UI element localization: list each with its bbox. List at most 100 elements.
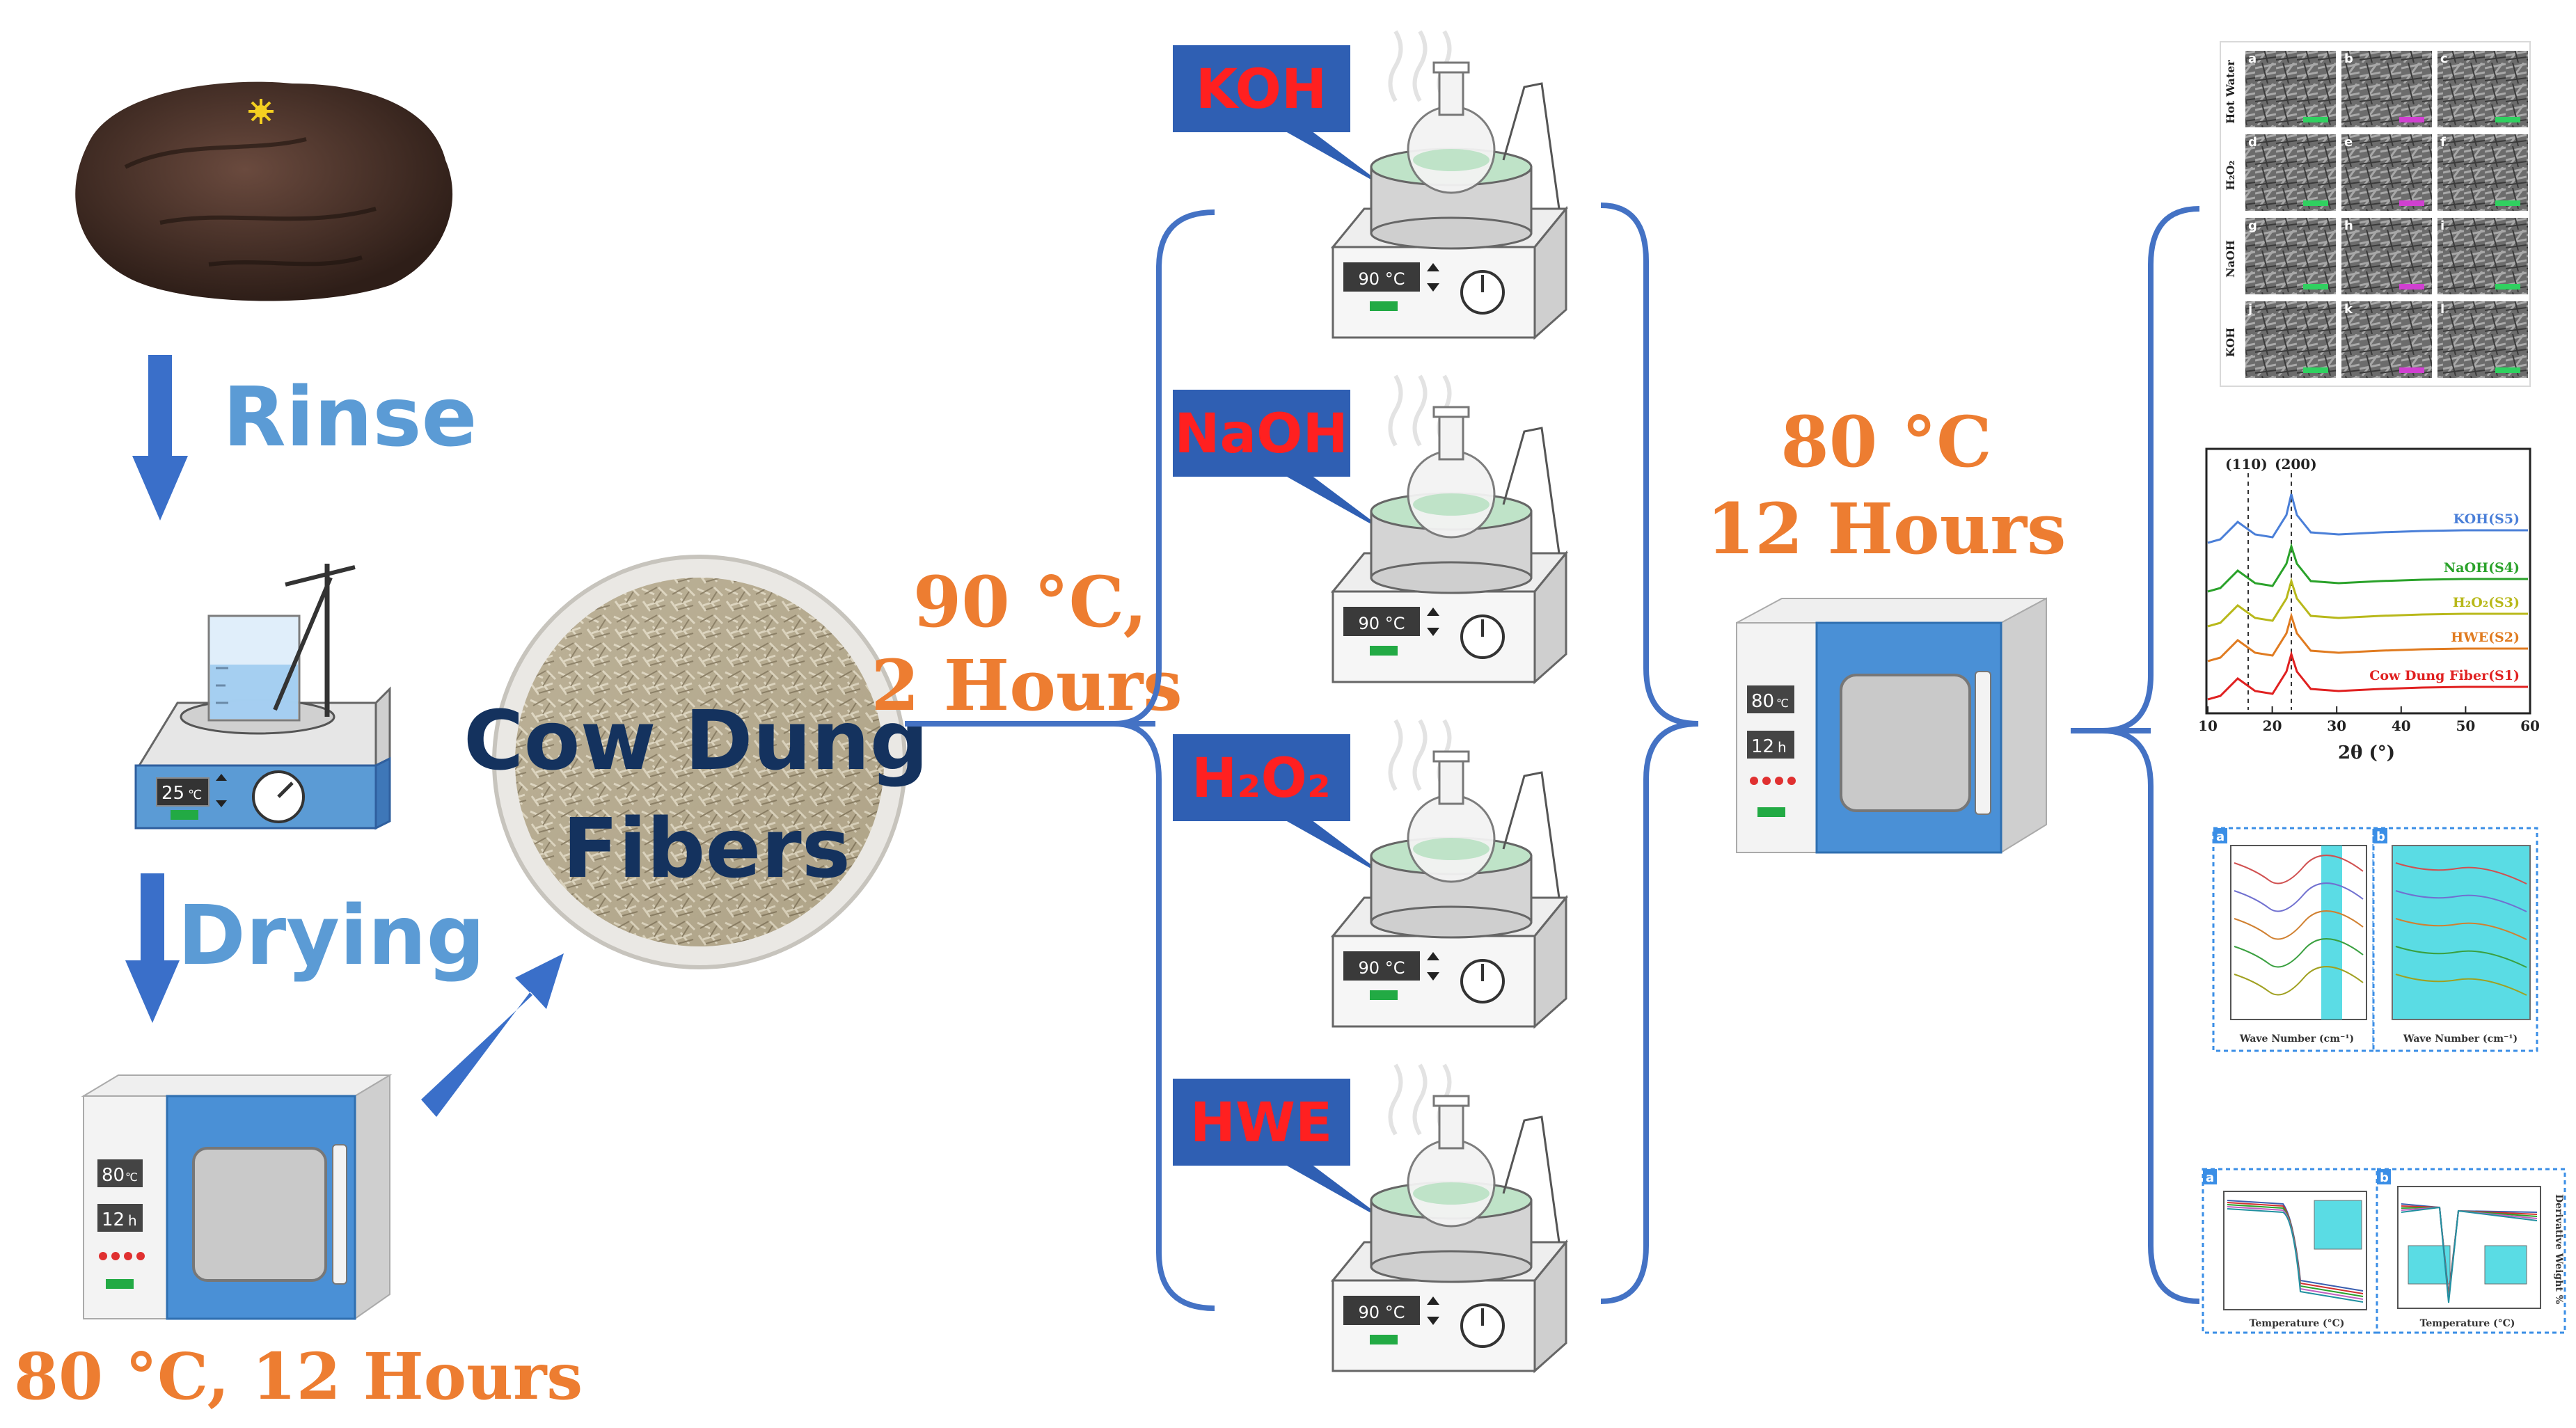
- sem-scale-bar: [2303, 117, 2328, 122]
- sem-scale-bar: [2303, 367, 2328, 373]
- heating-mantle: [1370, 1181, 1533, 1283]
- flask-icon: [1407, 61, 1496, 194]
- xrd-series-label: HWE(S2): [2451, 630, 2520, 645]
- ftir-spectrum-a: [2234, 855, 2364, 884]
- sem-tile-letter: e: [2344, 135, 2353, 150]
- final-oven-temp-unit: ℃: [1776, 697, 1789, 710]
- sem-row-label: KOH: [2224, 328, 2237, 358]
- xrd-tick-label: 30: [2327, 717, 2346, 734]
- cow-dung-fibers-line1: Cow Dung: [464, 692, 929, 788]
- final-drying-line2: 12 Hours: [1707, 488, 2067, 570]
- sem-tile-letter: d: [2248, 135, 2257, 150]
- thermometer-wire: [1502, 771, 1560, 898]
- rinse-label: Rinse: [223, 369, 477, 465]
- ftir-label-b: b: [2376, 830, 2385, 844]
- sem-row-label: NaOH: [2224, 240, 2237, 278]
- sem-tile-letter: a: [2248, 51, 2257, 66]
- hotplate-temp-readout: 90 °C: [1359, 1303, 1405, 1322]
- ftir-xlabel-a: Wave Number (cm⁻¹): [2239, 1033, 2354, 1045]
- hot-plate: 90 °C: [1330, 550, 1569, 685]
- treatment-label: HWE: [1190, 1092, 1333, 1155]
- sem-tile-letter: g: [2248, 219, 2257, 233]
- cow-dung-image: [75, 81, 453, 301]
- thermometer-wire: [1502, 427, 1560, 554]
- hotplate-temp-readout: 90 °C: [1359, 958, 1405, 978]
- xrd-series-label: Cow Dung Fiber(S1): [2369, 668, 2520, 683]
- drying-label: Drying: [177, 887, 485, 983]
- characterization-bracket: [2101, 206, 2200, 1304]
- xrd-tick-label: 20: [2263, 717, 2282, 734]
- xrd-peak-200: (200): [2275, 456, 2317, 473]
- fiber-dish: [492, 555, 907, 969]
- sem-tile-letter: i: [2440, 219, 2444, 233]
- ftir-xlabel-b: Wave Number (cm⁻¹): [2403, 1033, 2518, 1045]
- treatment-setup-1: KOH 90 °C: [1173, 30, 1569, 340]
- ftir-spectrum-a: [2234, 966, 2364, 996]
- sem-image-tile: [2436, 300, 2529, 379]
- oven-temp-unit: ℃: [125, 1171, 138, 1184]
- cow-dung-fibers-line2: Fibers: [562, 800, 851, 896]
- sem-image-tile: [2244, 49, 2337, 129]
- sem-scale-bar: [2399, 284, 2424, 289]
- dial-icon: [1460, 614, 1505, 659]
- sem-image-tile: [2436, 216, 2529, 296]
- treatment-label: H₂O₂: [1192, 747, 1331, 810]
- treatment-callout: H₂O₂: [1173, 734, 1392, 880]
- ftir-spectrum-b: [2395, 918, 2527, 940]
- sem-scale-bar: [2495, 284, 2520, 289]
- xrd-tick-label: 60: [2520, 717, 2540, 734]
- magnetic-stirrer: 25 ℃: [134, 564, 391, 830]
- treatment-label: NaOH: [1174, 403, 1348, 466]
- sem-tile-letter: j: [2247, 302, 2252, 317]
- sem-scale-bar: [2399, 200, 2424, 206]
- sem-image-tile: [2244, 133, 2337, 212]
- drying-arrow-icon: [125, 873, 180, 1023]
- thermometer-wire: [1502, 1116, 1560, 1243]
- treatment-setup-3: H₂O₂ 90 °C: [1173, 719, 1569, 1029]
- xrd-tick-label: 10: [2198, 717, 2218, 734]
- drying-conditions-label: 80 °C, 12 Hours: [14, 1339, 583, 1414]
- sem-scale-bar: [2303, 284, 2328, 289]
- ftir-spectrum-a: [2234, 938, 2364, 968]
- sem-row-label: Hot Water: [2224, 60, 2237, 124]
- xrd-series-label: H₂O₂(S3): [2453, 595, 2520, 610]
- drying-oven: 80 ℃ 12 h: [81, 1074, 393, 1320]
- hot-plate: 90 °C: [1330, 1239, 1569, 1374]
- ftir-spectrum-b: [2395, 890, 2527, 912]
- final-oven: 80 ℃ 12 h: [1736, 597, 2047, 854]
- sem-tile-letter: f: [2440, 135, 2446, 150]
- sem-scale-bar: [2495, 200, 2520, 206]
- xrd-series-label: NaOH(S4): [2444, 560, 2520, 576]
- rinse-arrow-icon: [132, 355, 188, 521]
- xrd-series-line: [2207, 577, 2528, 628]
- tga-xlabel-a: Temperature (°C): [2250, 1318, 2345, 1329]
- sem-tile-letter: h: [2344, 219, 2353, 233]
- sem-row-label: H₂O₂: [2224, 160, 2237, 190]
- oven-time-readout: 12: [102, 1209, 125, 1230]
- ftir-spectrum-a: [2234, 910, 2364, 940]
- xrd-xlabel: 2θ (°): [2338, 743, 2395, 763]
- thermometer-wire: [1502, 82, 1560, 209]
- treatment-label: KOH: [1196, 58, 1327, 121]
- stirrer-temp-readout: 25: [161, 783, 184, 804]
- beaker-icon: [207, 564, 356, 722]
- sem-image-tile: [2244, 300, 2337, 379]
- ftir-spectrum-a: [2234, 882, 2364, 912]
- sem-image-tile: [2340, 300, 2433, 379]
- sem-image-tile: [2436, 133, 2529, 212]
- hotplate-temp-readout: 90 °C: [1359, 269, 1405, 289]
- flask-icon: [1407, 750, 1496, 883]
- ftir-label-a: a: [2216, 830, 2225, 844]
- tga-curve-b: [2401, 1206, 2538, 1303]
- final-oven-time-unit: h: [1778, 739, 1787, 756]
- sem-scale-bar: [2303, 200, 2328, 206]
- tga-ylabel-b: Derivative Weight %: [2553, 1194, 2564, 1304]
- xrd-series-line: [2207, 612, 2528, 663]
- treatment-setup-4: HWE 90 °C: [1173, 1063, 1569, 1374]
- ftir-spectrum-b: [2395, 862, 2527, 884]
- dial-icon: [252, 770, 305, 823]
- sem-tile-letter: l: [2440, 302, 2444, 317]
- xrd-panel: (110) (200) KOH(S5)NaOH(S4)H₂O₂(S3)HWE(S…: [2198, 447, 2540, 763]
